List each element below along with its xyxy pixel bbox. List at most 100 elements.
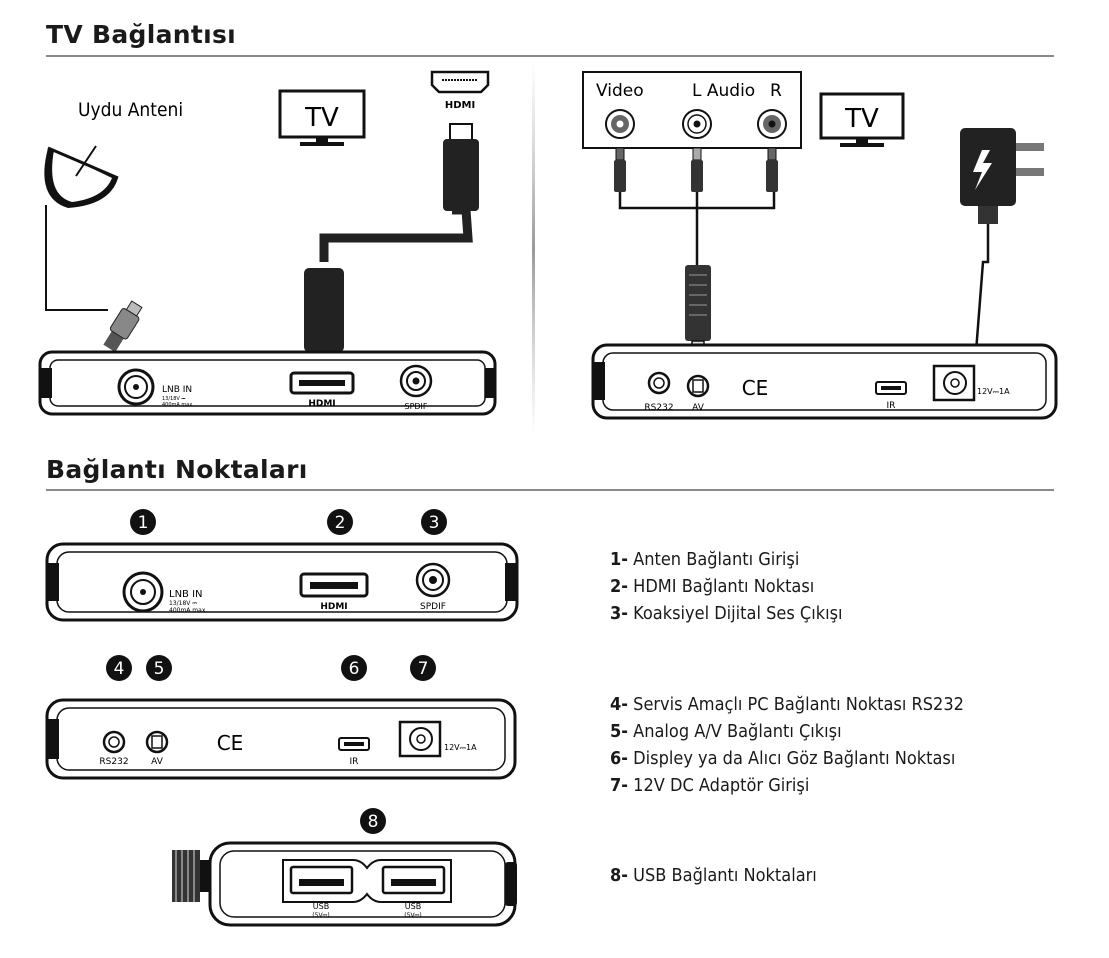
hdmi-port xyxy=(299,572,369,598)
hdmi-logo: HDMI xyxy=(445,100,475,111)
legend-item: 1- Anten Bağlantı Girişi xyxy=(610,546,843,573)
spdif-port xyxy=(399,364,433,398)
receiver-rear-panel-left xyxy=(38,350,497,416)
legend-number: 5- xyxy=(610,721,628,742)
usb-port-1 xyxy=(289,865,354,895)
svg-text:3: 3 xyxy=(429,513,440,533)
svg-text:4: 4 xyxy=(114,659,125,679)
badge-4: 4 xyxy=(106,655,132,681)
section-divider xyxy=(46,55,1054,57)
receiver-panel-a xyxy=(45,542,519,622)
rs232-port xyxy=(102,730,126,754)
legend-item: 5- Analog A/V Bağlantı Çıkışı xyxy=(610,718,964,745)
rs232-label: RS232 xyxy=(99,757,128,767)
power-adapter-icon xyxy=(960,128,1044,370)
antenna-cable xyxy=(45,205,108,311)
dc-power-label: 12V⎓1A xyxy=(444,743,477,752)
tv-icon xyxy=(819,92,905,147)
badge-7: 7 xyxy=(410,655,436,681)
rca-jack-right-audio xyxy=(757,109,787,139)
legend-number: 8- xyxy=(610,865,628,886)
legend-item: 6- Displey ya da Alıcı Göz Bağlantı Nokt… xyxy=(610,745,964,772)
badge-5: 5 xyxy=(146,655,172,681)
legend-number: 1- xyxy=(610,549,628,570)
lnb-in-label: LNB IN xyxy=(169,589,203,600)
lnb-spec-voltage: 13/18V ⎓ xyxy=(162,396,185,402)
hdmi-port xyxy=(289,371,355,395)
tv-label: TV xyxy=(844,104,879,134)
svg-text:2: 2 xyxy=(335,513,346,533)
svg-text:1: 1 xyxy=(138,513,149,533)
tv-label: TV xyxy=(304,103,339,133)
hdmi-cable xyxy=(304,123,479,365)
legend-group-3: 8- USB Bağlantı Noktaları xyxy=(610,862,817,889)
spdif-label: SPDIF xyxy=(420,602,446,612)
ir-label: IR xyxy=(887,401,896,411)
usb-spec: (5V⎓) xyxy=(312,912,329,919)
legend-number: 3- xyxy=(610,603,628,624)
av-port xyxy=(145,730,169,754)
legend-text: USB Bağlantı Noktaları xyxy=(633,865,817,886)
legend-number: 2- xyxy=(610,576,628,597)
hdmi-port-label: HDMI xyxy=(308,399,335,409)
hdmi-connector-icon xyxy=(430,70,490,94)
legend-text: 12V DC Adaptör Girişi xyxy=(633,775,810,796)
legend-text: Analog A/V Bağlantı Çıkışı xyxy=(633,721,842,742)
usb-port-2 xyxy=(381,865,446,895)
section-divider xyxy=(46,489,1054,491)
rs232-label: RS232 xyxy=(644,403,673,413)
rs232-port xyxy=(647,371,671,395)
av-port xyxy=(686,374,710,398)
legend-item: 7- 12V DC Adaptör Girişi xyxy=(610,772,964,799)
lnb-spec-current: 400mA max. xyxy=(162,402,194,408)
legend-group-1: 1- Anten Bağlantı Girişi 2- HDMI Bağlant… xyxy=(610,546,843,627)
rca-jack-left-audio xyxy=(682,109,712,139)
legend-number: 7- xyxy=(610,775,628,796)
satellite-antenna-label: Uydu Anteni xyxy=(78,99,183,121)
tv-icon xyxy=(278,89,366,146)
ce-mark: CE xyxy=(742,376,769,400)
legend-text: HDMI Bağlantı Noktası xyxy=(633,576,815,597)
legend-item: 8- USB Bağlantı Noktaları xyxy=(610,862,817,889)
badge-6: 6 xyxy=(341,655,367,681)
legend-text: Koaksiyel Dijital Ses Çıkışı xyxy=(633,603,843,624)
spdif-port xyxy=(415,562,451,598)
av-audio-right-label: R xyxy=(770,81,782,101)
spdif-label: SPDIF xyxy=(404,402,427,411)
legend-text: Anten Bağlantı Girişi xyxy=(633,549,800,570)
legend-item: 4- Servis Amaçlı PC Bağlantı Noktası RS2… xyxy=(610,691,964,718)
rca-jack-video xyxy=(605,109,635,139)
svg-text:6: 6 xyxy=(349,659,360,679)
ir-label: IR xyxy=(350,757,359,767)
av-label: AV xyxy=(692,403,705,413)
receiver-panel-b xyxy=(45,698,517,780)
legend-group-2: 4- Servis Amaçlı PC Bağlantı Noktası RS2… xyxy=(610,691,964,799)
ce-mark: CE xyxy=(217,731,244,755)
legend-item: 3- Koaksiyel Dijital Ses Çıkışı xyxy=(610,600,843,627)
usb-label: USB xyxy=(313,902,329,911)
av-label: AV xyxy=(151,757,164,767)
lnb-in-label: LNB IN xyxy=(162,385,192,395)
section-title-tv-connection: TV Bağlantısı xyxy=(46,20,237,49)
svg-text:8: 8 xyxy=(368,812,379,832)
dc-power-port xyxy=(398,720,442,758)
lnb-in-port xyxy=(117,368,155,406)
ir-port xyxy=(338,737,370,751)
satellite-dish-icon xyxy=(44,145,119,208)
usb-label: USB xyxy=(405,902,421,911)
svg-text:7: 7 xyxy=(418,659,429,679)
hdmi-port-label: HDMI xyxy=(320,602,347,612)
section-title-connection-points: Bağlantı Noktaları xyxy=(46,455,308,484)
av-video-label: Video xyxy=(596,81,644,101)
badge-2: 2 xyxy=(327,509,353,535)
rca-cable xyxy=(614,147,778,368)
lnb-spec-current: 400mA max. xyxy=(169,607,207,614)
badge-8: 8 xyxy=(360,808,386,834)
badge-1: 1 xyxy=(130,509,156,535)
legend-text: Servis Amaçlı PC Bağlantı Noktası RS232 xyxy=(633,694,964,715)
dc-power-label: 12V⎓1A xyxy=(977,387,1010,396)
svg-text:5: 5 xyxy=(154,659,165,679)
legend-item: 2- HDMI Bağlantı Noktası xyxy=(610,573,843,600)
usb-spec: (5V⎓) xyxy=(404,912,421,919)
